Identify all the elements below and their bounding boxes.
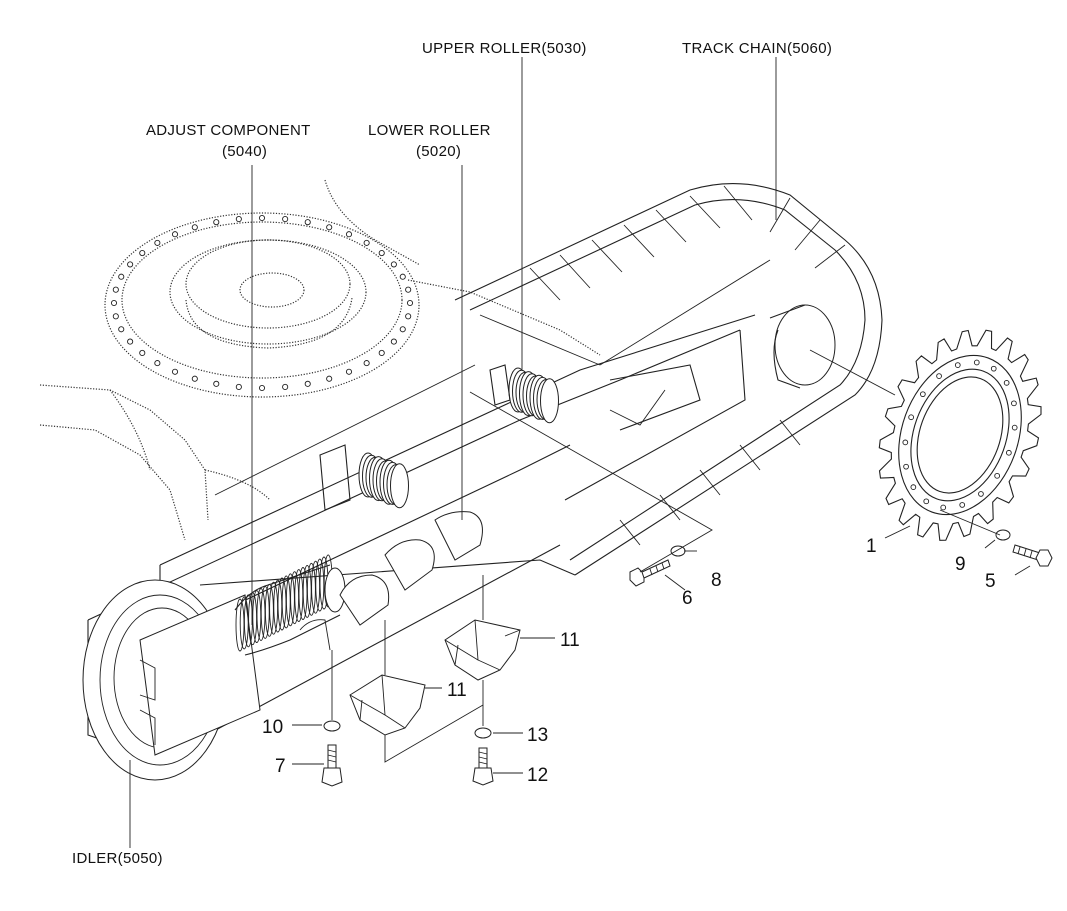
track-chain — [199, 183, 883, 586]
leader-lines — [129, 57, 1031, 848]
part-number-9: 9 — [955, 554, 966, 575]
upper-rollers — [319, 364, 559, 511]
part-number-13: 13 — [527, 725, 548, 746]
idler — [82, 579, 261, 781]
idler-label: IDLER(5050) — [72, 850, 163, 867]
upper-frame-outline — [39, 179, 601, 541]
part-number-8: 8 — [711, 570, 722, 591]
bolt-12 — [472, 747, 494, 786]
part-number-7: 7 — [275, 756, 286, 777]
adjust-component-label-line1: ADJUST COMPONENT — [146, 122, 311, 139]
washer-13 — [474, 727, 492, 739]
washer-9 — [995, 529, 1011, 541]
lower-rollers — [299, 511, 483, 651]
bolt-5 — [1012, 544, 1053, 567]
washer-8 — [670, 545, 686, 557]
adjust-component-label-line2: (5040) — [222, 143, 267, 160]
part-number-11-lower: 11 — [447, 680, 467, 701]
track-guard-lower — [349, 674, 426, 736]
part-number-5: 5 — [985, 571, 996, 592]
part-number-12: 12 — [527, 765, 548, 786]
travel-motor — [769, 304, 836, 389]
upper-roller-label: UPPER ROLLER(5030) — [422, 40, 587, 57]
track-chain-label: TRACK CHAIN(5060) — [682, 40, 832, 57]
track-guard-upper — [444, 619, 521, 681]
bolt-6 — [629, 559, 671, 587]
part-number-6: 6 — [682, 588, 693, 609]
adjust-component-spring — [234, 554, 346, 656]
bolt-7 — [321, 744, 343, 787]
part-number-10: 10 — [262, 717, 283, 738]
lower-roller-label-line1: LOWER ROLLER — [368, 122, 491, 139]
swing-bearing — [104, 212, 420, 398]
part-number-1: 1 — [866, 536, 877, 557]
washer-10 — [323, 720, 341, 732]
sprocket — [878, 329, 1042, 541]
part-number-11-upper: 11 — [560, 630, 580, 651]
lower-roller-label-line2: (5020) — [416, 143, 461, 160]
